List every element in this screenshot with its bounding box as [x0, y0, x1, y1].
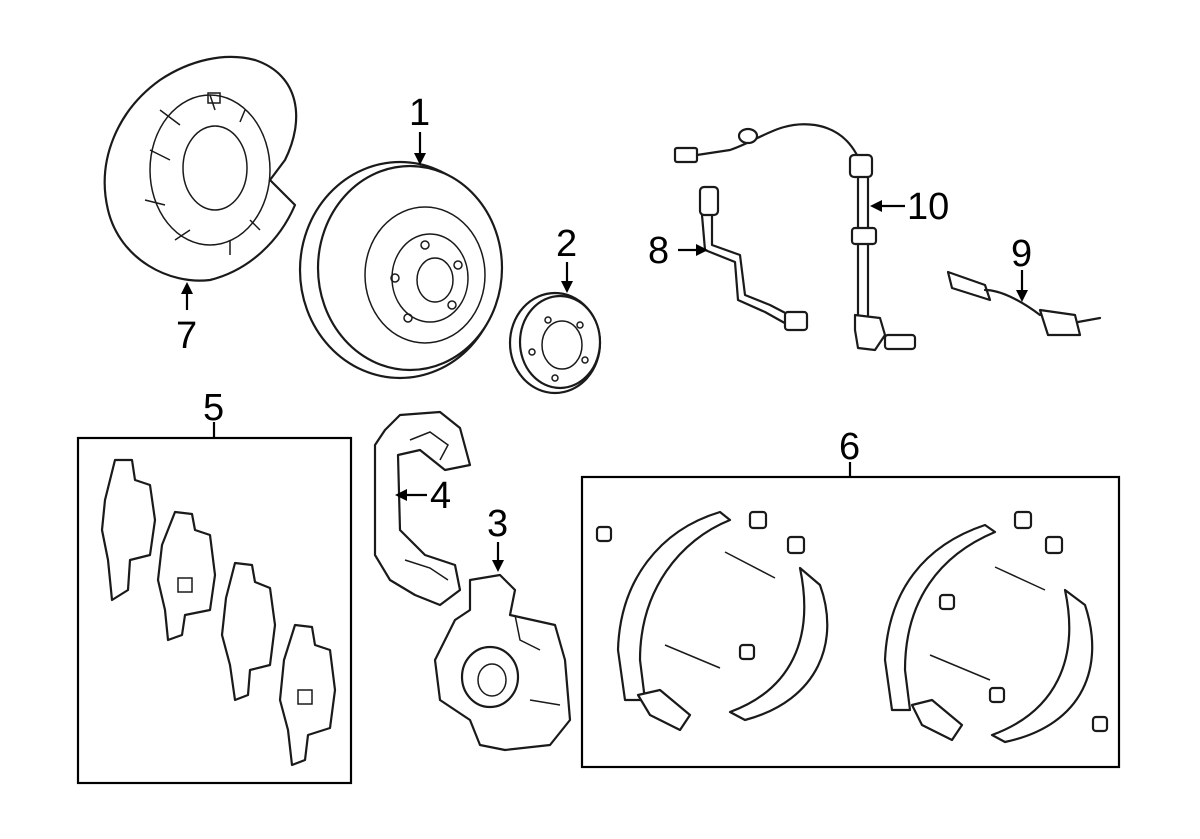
part-3-brake-caliper[interactable] [433, 573, 572, 752]
part-1-brake-rotor[interactable] [298, 160, 504, 380]
leader-lines [181, 132, 1028, 572]
callout-labels: 1 2 3 4 5 6 7 8 9 10 [176, 92, 1032, 545]
callout-1: 1 [409, 92, 430, 134]
part-10-sensor-cable[interactable] [673, 123, 917, 352]
callout-7: 7 [176, 315, 197, 357]
part-2-hub-flange[interactable] [508, 291, 602, 395]
callout-5: 5 [203, 387, 224, 429]
part-6-parking-brake-shoe-kit[interactable] [580, 475, 1121, 769]
part-8-abs-sensor[interactable] [698, 185, 809, 332]
callout-2: 2 [556, 223, 577, 265]
part-7-dust-shield[interactable] [103, 55, 298, 282]
callout-10: 10 [907, 186, 949, 228]
part-4-caliper-bracket[interactable] [373, 410, 472, 607]
callout-3: 3 [487, 503, 508, 545]
callout-4: 4 [430, 475, 451, 517]
callout-6: 6 [839, 426, 860, 468]
callout-8: 8 [648, 230, 669, 272]
part-5-brake-pads[interactable] [76, 436, 353, 785]
callout-9: 9 [1011, 233, 1032, 275]
part-9-pad-wear-sensor[interactable] [946, 270, 1102, 337]
